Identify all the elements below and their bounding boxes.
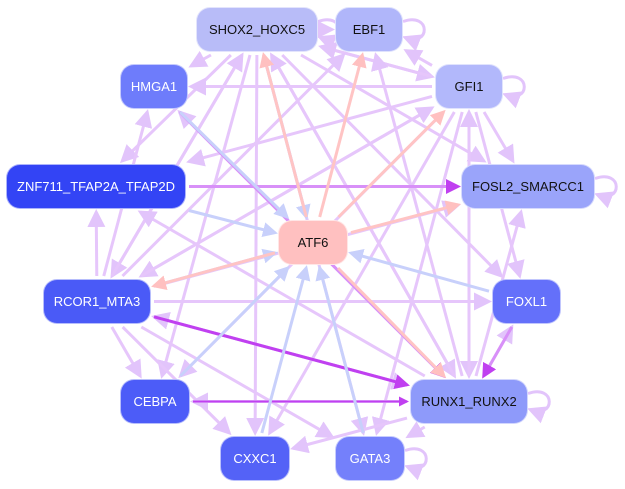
edge (405, 421, 426, 439)
edge (87, 209, 106, 277)
self-loop-edge (527, 390, 551, 424)
node-hmga1[interactable]: HMGA1 (120, 64, 188, 109)
node-label: SHOX2_HOXC5 (208, 22, 306, 37)
edge-to-atf6 (188, 209, 278, 237)
edge (403, 49, 433, 67)
edge (290, 416, 408, 454)
node-label: GATA3 (349, 451, 391, 466)
edge (140, 106, 435, 278)
edge-from-atf6 (151, 251, 276, 291)
edge (270, 52, 456, 377)
edge (110, 326, 142, 379)
self-loop-edge (402, 18, 426, 52)
node-label: FOSL2_SMARCC1 (472, 179, 584, 194)
node-label: CEBPA (133, 394, 177, 409)
edge-to-atf6 (348, 248, 490, 293)
node-label: RCOR1_MTA3 (53, 294, 141, 309)
edge (482, 111, 515, 164)
edge-strong (153, 315, 410, 389)
self-loop-edge (502, 75, 526, 109)
edge-to-atf6 (260, 265, 311, 434)
node-atf6[interactable]: ATF6 (278, 220, 348, 265)
node-cxxc1[interactable]: CXXC1 (220, 436, 290, 481)
node-ebf1[interactable]: EBF1 (335, 7, 403, 52)
edge-from-atf6 (259, 52, 308, 218)
node-label: RUNX1_RUNX2 (421, 394, 517, 409)
edge-to-atf6 (179, 265, 290, 378)
edge-from-atf6 (318, 52, 367, 218)
edge-strong (482, 326, 514, 379)
node-foxl1[interactable]: FOXL1 (492, 279, 561, 324)
node-cebpa[interactable]: CEBPA (120, 379, 190, 424)
edge-to-atf6 (315, 265, 365, 434)
node-label: FOXL1 (505, 294, 548, 309)
node-gata3[interactable]: GATA3 (335, 436, 405, 481)
node-shox2-hoxc5[interactable]: SHOX2_HOXC5 (196, 7, 318, 52)
edge (246, 54, 265, 436)
edge-from-atf6 (350, 200, 461, 235)
node-label: EBF1 (352, 22, 386, 37)
edge-from-atf6 (337, 109, 446, 219)
edge (137, 210, 426, 378)
self-loop-edge (404, 447, 428, 481)
node-fosl2-smarcc1[interactable]: FOSL2_SMARCC1 (461, 164, 595, 209)
node-znf711-tfap2a-tfap2d[interactable]: ZNF711_TFAP2A_TFAP2D (6, 164, 186, 209)
node-label: HMGA1 (130, 79, 178, 94)
node-runx1-runx2[interactable]: RUNX1_RUNX2 (410, 379, 528, 424)
edge-to-atf6 (178, 110, 290, 220)
edge (140, 325, 335, 439)
self-loop-edge (594, 175, 618, 209)
node-label: CXXC1 (233, 451, 277, 466)
node-label: ATF6 (297, 235, 329, 250)
edge-from-atf6 (336, 266, 447, 379)
node-label: ZNF711_TFAP2A_TFAP2D (17, 179, 175, 194)
node-gfi1[interactable]: GFI1 (435, 64, 503, 109)
node-label: GFI1 (454, 79, 484, 94)
edge (188, 50, 212, 68)
node-rcor1-mta3[interactable]: RCOR1_MTA3 (43, 279, 151, 324)
edge (268, 111, 456, 436)
edge (186, 94, 433, 167)
